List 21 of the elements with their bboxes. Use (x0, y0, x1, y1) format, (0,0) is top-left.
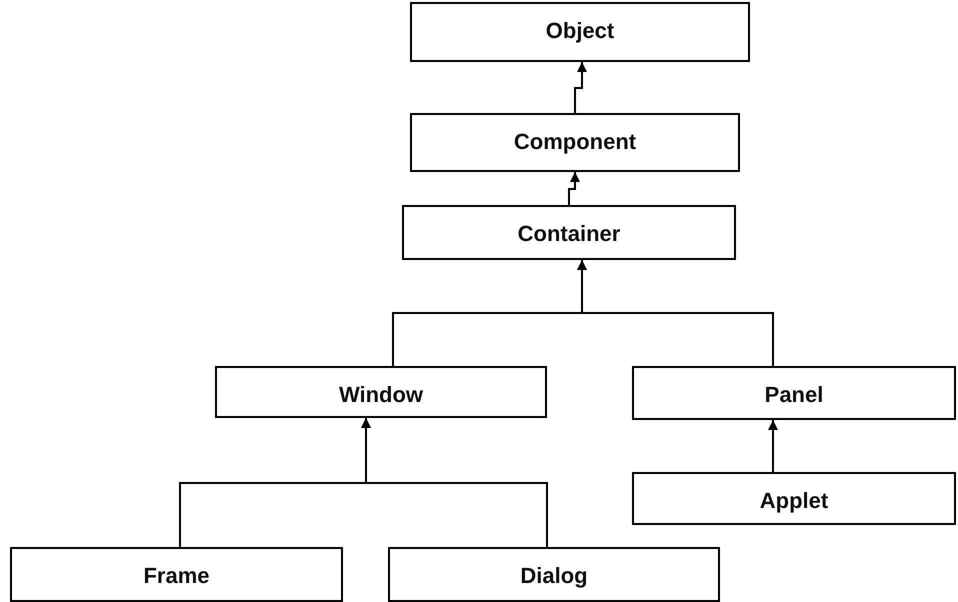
inheritance-arrow (361, 418, 548, 547)
class-name: Component (514, 129, 636, 155)
class-name: Dialog (520, 563, 588, 589)
class-box (410, 2, 750, 62)
class-box (388, 547, 720, 602)
class-box (632, 366, 956, 420)
class-box (410, 113, 740, 172)
class-name: Container (518, 221, 620, 247)
class-name: Panel (764, 382, 824, 408)
inheritance-arrow (768, 420, 778, 472)
class-name: Applet (760, 488, 828, 514)
class-box (632, 472, 956, 525)
class-name: Object (546, 18, 614, 44)
class-name: Frame (143, 563, 210, 589)
class-name: Window (338, 382, 424, 408)
inheritance-arrow (574, 62, 587, 113)
class-box (215, 366, 547, 418)
inheritance-arrow (577, 260, 774, 366)
class-box (10, 547, 343, 602)
inheritance-arrow (568, 172, 580, 205)
class-box (402, 205, 736, 260)
